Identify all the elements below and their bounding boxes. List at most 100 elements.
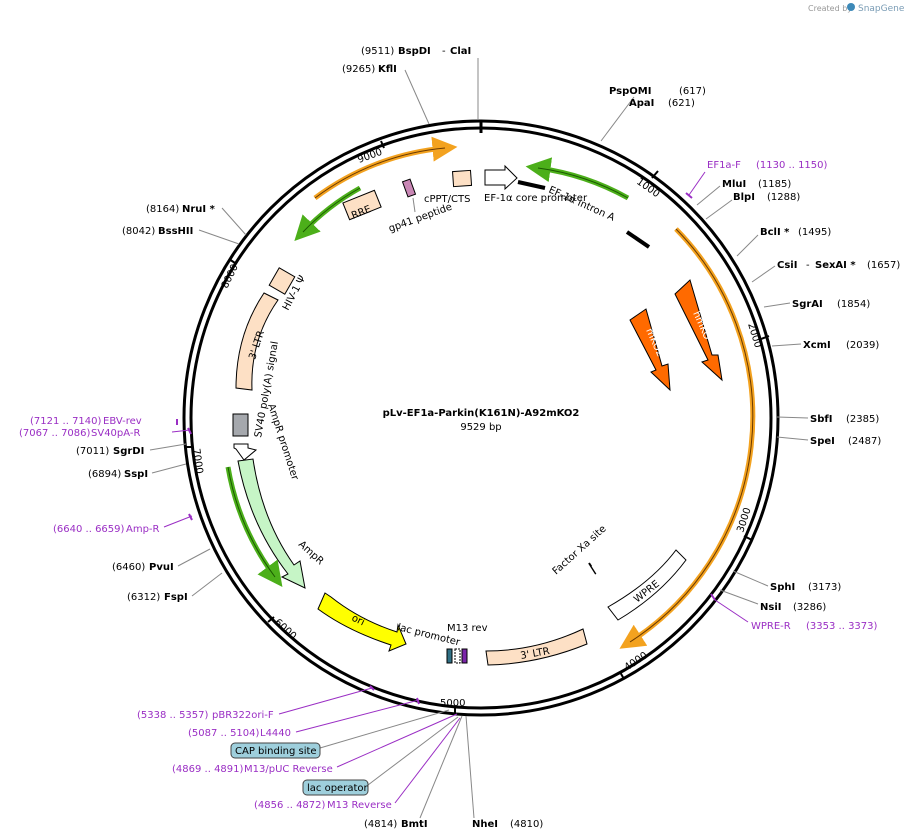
site-xcmi-name: XcmI [803,340,831,351]
ef1a-core-promoter-feature [484,164,518,191]
ampr-feature [237,458,306,589]
primer-ebv-rev-range: (7121 .. 7140) [30,416,102,427]
cppt-feature [451,169,473,188]
ltr3-left-feature [235,292,279,391]
site-spei-name: SpeI [810,436,835,447]
m13rev-label: M13 rev [447,623,488,634]
tick-7000: 7000 [190,448,204,475]
site-csii-sep: - [806,260,810,271]
mko2-feature [629,308,671,392]
site-blpi-pos: (1288) [767,192,800,203]
site-kfli-name: KflI [378,64,397,75]
cap-site-mark [446,648,453,664]
primer-m13rev-range: (4856 .. 4872) [254,800,326,811]
ampr-promoter-label: AmpR promoter [265,403,300,483]
snapgene-brand-text: SnapGene [858,4,905,14]
site-bspdi-pos: (9511) [361,46,394,57]
gp41-label: gp41 peptide [387,202,453,235]
ef1a-intron-label: EF-1α intron A [547,185,617,224]
ori-label: ori [350,613,367,629]
sv40-polya-feature [232,413,249,437]
site-pspomi-name: PspOMI [609,86,651,97]
primer-wpre-r-name: WPRE-R [751,621,791,632]
site-mlui-name: MluI [722,179,746,190]
site-spei-pos: (2487) [848,436,881,447]
ori-feature [317,592,407,652]
ltr3-bottom-feature [485,628,588,666]
primer-pbr322-range: (5338 .. 5357) [137,710,209,721]
site-bcli-name: BclI * [760,227,790,238]
site-mlui-pos: (1185) [758,179,791,190]
tick-5000: 5000 [440,698,465,709]
site-xcmi-pos: (2039) [846,340,879,351]
site-bspdi-name: BspDI [398,46,431,57]
site-sspi-pos: (6894) [88,469,121,480]
site-fspi-pos: (6312) [127,592,160,603]
site-sphi-pos: (3173) [808,582,841,593]
site-nhei-pos: (4810) [510,819,543,830]
site-pvui-name: PvuI [149,562,174,573]
primer-ef1a-f-range: (1130 .. 1150) [756,160,828,171]
site-pvui-pos: (6460) [112,562,145,573]
site-nrui-name: NruI * [182,204,216,215]
hiv-psi-feature [268,267,296,295]
site-nsii-name: NsiI [760,602,781,613]
ef1a-core-bar [517,180,546,190]
cppt-label: cPPT/CTS [424,194,470,205]
site-bsshii-name: BssHII [158,226,193,237]
sites-left: (9511) BspDI - ClaI (9265) KflI (8164) N… [76,46,479,603]
created-by-text: Created by [808,4,852,13]
primer-m13rev-name: M13 Reverse [327,800,392,811]
primers-right: EF1a-F (1130 .. 1150) WPRE-R (3353 .. 33… [685,160,878,632]
site-bsshii-pos: (8042) [122,226,155,237]
primer-amp-r-range: (6640 .. 6659) [53,524,125,535]
site-sexai-pos: (1657) [867,260,900,271]
ef1a-intron-bar [625,230,651,249]
lac-operator-box [302,779,369,796]
site-apai-pos: (621) [668,98,695,109]
tick-8000: 8000 [220,263,241,291]
ltr3-bottom-label: 3' LTR [520,646,551,662]
site-sgrdi-name: SgrDI [113,446,144,457]
primers-left: (7121 .. 7140) EBV-rev (7067 .. 7086) SV… [19,416,193,535]
primer-amp-r-name: Amp-R [126,524,160,535]
snapgene-brand: Created by SnapGene [808,3,905,14]
site-sgrai-pos: (1854) [837,299,870,310]
lac-operator-label: lac operator [307,783,368,794]
site-pspomi-pos: (617) [679,86,706,97]
primer-ef1a-f-name: EF1a-F [707,160,741,171]
plasmid-length: 9529 bp [460,422,501,433]
wpre-feature [607,549,687,621]
site-sbfi-pos: (2385) [846,414,879,425]
lac-operator-mark [454,648,461,664]
site-apai-name: ApaI [629,98,654,109]
site-sbfi-name: SbfI [810,414,832,425]
site-bmti-pos: (4814) [364,819,397,830]
site-nhei-name: NheI [472,819,498,830]
site-blpi-name: BlpI [733,192,755,203]
m13-rev-mark [461,648,468,664]
site-nsii-pos: (3286) [793,602,826,613]
hmko-feature [674,279,723,382]
site-nrui-pos: (8164) [146,204,179,215]
primer-sv40pa-r-range: (7067 .. 7086) [19,428,91,439]
primer-sv40pa-r-name: SV40pA-R [91,428,140,439]
site-sexai-name: SexAI * [815,260,856,271]
ef1a-core-label: EF-1α core promoter [484,193,588,204]
site-bcli-pos: (1495) [798,227,831,238]
site-kfli-pos: (9265) [342,64,375,75]
primer-ebv-rev-name: EBV-rev [103,416,142,427]
site-clai-name: ClaI [450,46,471,57]
plasmid-name: pLv-EF1a-Parkin(K161N)-A92mKO2 [383,408,580,419]
cap-binding-label: CAP binding site [235,746,317,757]
ampr-promoter-feature [233,443,258,461]
site-fspi-name: FspI [164,592,188,603]
factor-xa-mark [588,562,597,575]
primer-m13puc-range: (4869 .. 4891) [172,764,244,775]
primer-l4440-name: L4440 [260,728,291,739]
gp41-feature [401,178,417,198]
primer-wpre-r-range: (3353 .. 3373) [806,621,878,632]
bottom-annotations: (5338 .. 5357) pBR322ori-F (5087 .. 5104… [137,685,543,830]
site-sgrdi-pos: (7011) [76,446,109,457]
